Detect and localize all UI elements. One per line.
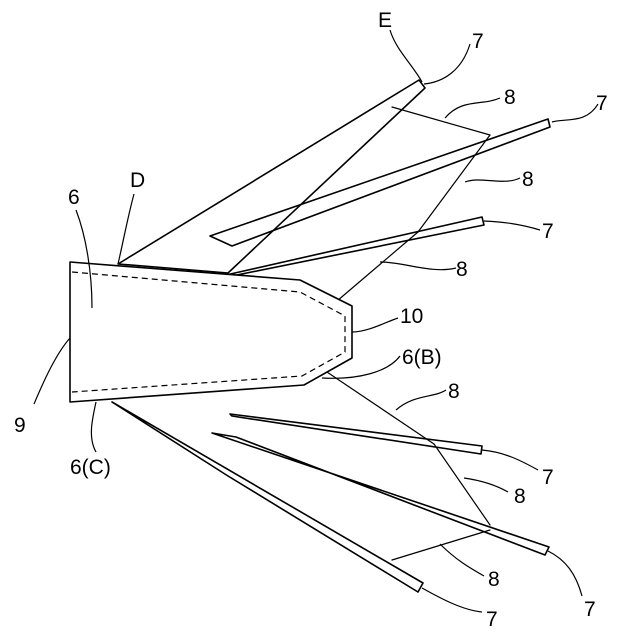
leader-8-upper-mid bbox=[465, 178, 520, 182]
upper-outer-arm bbox=[118, 80, 425, 273]
label-8-lower-mid: 8 bbox=[514, 485, 526, 508]
label-7-lower-outer: 7 bbox=[486, 608, 498, 631]
label-9: 9 bbox=[14, 414, 26, 437]
leader-8-upper-low bbox=[380, 262, 456, 270]
label-7-top: 7 bbox=[472, 30, 484, 53]
leader-7-upper-right bbox=[552, 104, 598, 122]
leader-8-top bbox=[445, 98, 500, 118]
label-8-upper-low: 8 bbox=[456, 258, 468, 281]
lower-fan bbox=[112, 370, 549, 592]
label-7-lower-inner: 7 bbox=[542, 466, 554, 489]
label-6: 6 bbox=[68, 186, 80, 209]
body-part-6 bbox=[70, 262, 352, 402]
upper-fan bbox=[118, 80, 550, 301]
label-8-lower-bottom: 8 bbox=[488, 568, 500, 591]
lower-inner-arm bbox=[230, 414, 482, 454]
label-8-lower-top: 8 bbox=[448, 380, 460, 403]
lower-middle-arm bbox=[212, 433, 549, 555]
lower-membrane-right bbox=[434, 444, 490, 525]
lower-outer-arm bbox=[112, 402, 423, 592]
leader-8-lower-bottom bbox=[440, 544, 484, 576]
upper-middle-arm bbox=[210, 119, 550, 246]
label-D: D bbox=[130, 169, 145, 192]
upper-membrane-lower bbox=[337, 232, 418, 301]
body-outline bbox=[70, 262, 352, 402]
label-8-upper-mid: 8 bbox=[522, 168, 534, 191]
label-6B: 6(B) bbox=[402, 346, 442, 369]
label-E: E bbox=[378, 9, 392, 32]
leader-7-lower-right bbox=[548, 551, 582, 596]
leader-10 bbox=[352, 318, 398, 332]
label-6C: 6(C) bbox=[70, 456, 111, 479]
upper-inner-arm bbox=[226, 217, 484, 276]
label-7-upper-inner: 7 bbox=[542, 220, 554, 243]
label-10: 10 bbox=[400, 305, 423, 328]
label-7-upper-right: 7 bbox=[596, 92, 608, 115]
leader-7-upper-inner bbox=[484, 221, 540, 230]
label-7-lower-right: 7 bbox=[584, 598, 596, 621]
leader-8-lower-top bbox=[396, 390, 446, 410]
leader-7-top bbox=[424, 44, 470, 84]
leader-7-lower-outer bbox=[422, 588, 482, 612]
label-8-top: 8 bbox=[504, 86, 516, 109]
leader-6C bbox=[91, 402, 96, 452]
upper-membrane-top bbox=[392, 107, 490, 135]
leader-7-lower-inner bbox=[482, 450, 538, 470]
leader-8-lower-mid bbox=[464, 478, 508, 492]
leader-D bbox=[118, 194, 134, 264]
leader-E bbox=[390, 30, 422, 82]
leader-9 bbox=[34, 338, 70, 404]
